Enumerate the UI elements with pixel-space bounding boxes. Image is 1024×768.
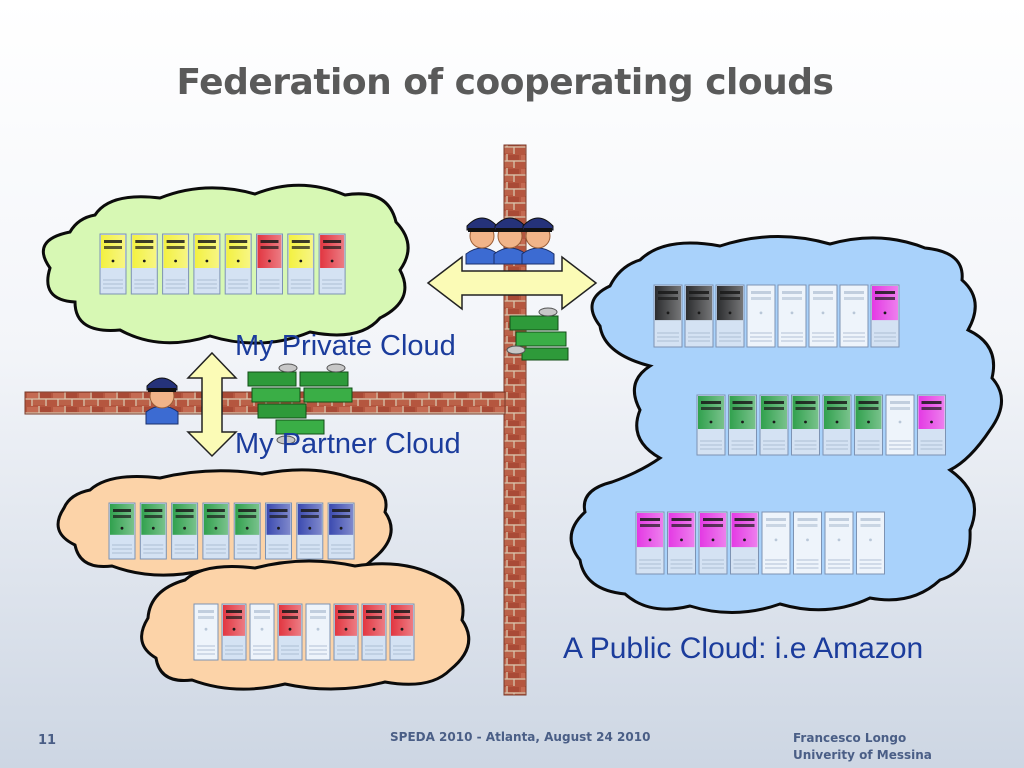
server-tower-green: [728, 394, 757, 456]
slide-title: Federation of cooperating clouds: [176, 62, 834, 103]
server-tower-empty: [305, 603, 331, 661]
server-tower-empty: [856, 511, 885, 575]
public-cloud-label: A Public Cloud: i.e Amazon: [563, 632, 924, 665]
server-tower-red: [277, 603, 303, 661]
server-tower-yellow: [287, 233, 315, 295]
server-tower-red: [361, 603, 387, 661]
partner-cloud-servers-bottom: [193, 603, 415, 661]
footer-author: Francesco Longo Univerity of Messina: [793, 730, 932, 764]
server-tower-green: [233, 502, 261, 560]
partner-cloud-label: My Partner Cloud: [235, 428, 461, 460]
server-tower-empty: [793, 511, 822, 575]
server-tower-yellow: [224, 233, 252, 295]
server-tower-red: [333, 603, 359, 661]
server-tower-empty: [824, 511, 854, 575]
partner-cloud-servers-top: [108, 502, 355, 560]
server-tower-red: [221, 603, 247, 661]
public-cloud-servers-top: [653, 284, 900, 348]
server-tower-empty: [193, 603, 219, 661]
server-tower-magenta: [730, 511, 759, 575]
server-tower-red: [256, 233, 283, 295]
server-tower-red: [318, 233, 346, 295]
server-tower-green: [108, 502, 136, 560]
footer-author-affiliation: Univerity of Messina: [793, 748, 932, 762]
private-cloud-servers: [99, 233, 346, 295]
public-cloud-servers-middle: [696, 394, 946, 456]
server-tower-empty: [808, 284, 838, 348]
server-tower-blue: [265, 502, 292, 560]
server-tower-yellow: [193, 233, 221, 295]
server-tower-magenta: [667, 511, 696, 575]
server-tower-yellow: [99, 233, 127, 295]
horizontal-double-arrow: [426, 255, 598, 311]
server-tower-green: [854, 394, 883, 456]
vertical-double-arrow: [186, 351, 238, 458]
server-tower-green: [759, 394, 789, 456]
server-tower-yellow: [130, 233, 158, 295]
server-tower-empty: [746, 284, 776, 348]
server-tower-empty: [839, 284, 869, 348]
server-tower-empty: [777, 284, 807, 348]
server-tower-green: [202, 502, 230, 560]
server-tower-black: [715, 284, 745, 348]
server-tower-green: [171, 502, 199, 560]
server-tower-blue: [296, 502, 324, 560]
server-tower-blue: [327, 502, 355, 560]
footer-event: SPEDA 2010 - Atlanta, August 24 2010: [390, 730, 651, 744]
server-tower-magenta: [917, 394, 946, 456]
server-tower-empty: [249, 603, 275, 661]
public-cloud-servers-bottom: [635, 511, 885, 575]
money-stack-icon-left: [247, 363, 353, 445]
private-cloud-label: My Private Cloud: [235, 330, 456, 362]
server-tower-black: [653, 284, 683, 348]
server-tower-green: [791, 394, 820, 456]
server-tower-magenta: [870, 284, 900, 348]
server-tower-yellow: [162, 233, 190, 295]
money-stack-icon-right: [506, 307, 569, 361]
police-officer-icon-group: [465, 217, 555, 265]
police-officer-icon: [145, 377, 179, 425]
slide-number: 11: [38, 733, 57, 748]
footer-author-name: Francesco Longo: [793, 731, 907, 745]
server-tower-green: [139, 502, 167, 560]
server-tower-green: [696, 394, 726, 456]
server-tower-empty: [761, 511, 791, 575]
server-tower-magenta: [698, 511, 728, 575]
partner-cloud-lower: [140, 559, 471, 691]
server-tower-magenta: [635, 511, 665, 575]
server-tower-green: [822, 394, 852, 456]
server-tower-black: [684, 284, 714, 348]
server-tower-empty: [885, 394, 915, 456]
server-tower-red: [389, 603, 415, 661]
